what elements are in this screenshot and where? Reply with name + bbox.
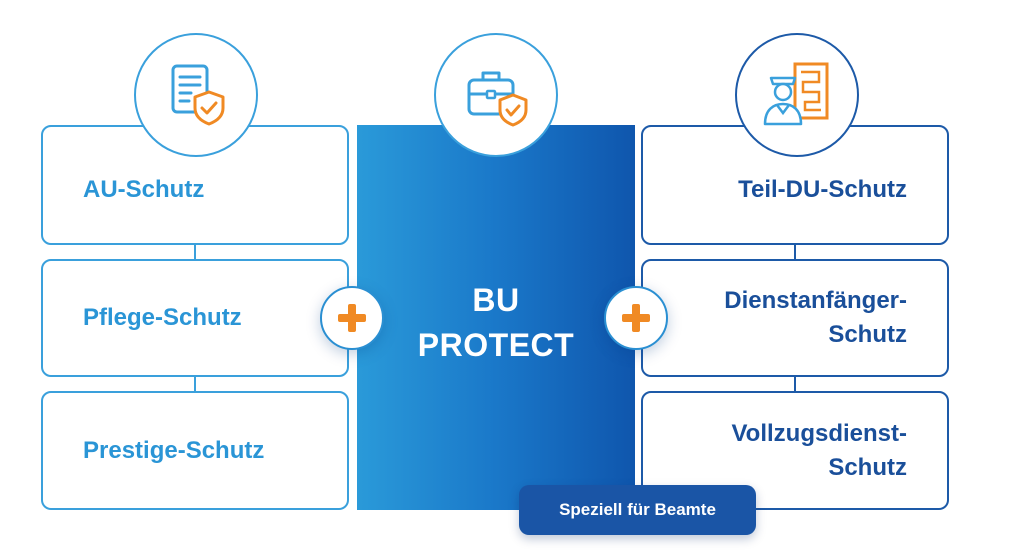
- left-item-label: Prestige-Schutz: [83, 436, 265, 464]
- left-item-label: AU-Schutz: [83, 176, 205, 203]
- document-shield-icon-circle: [134, 33, 258, 157]
- right-item-label: Vollzugsdienst- Schutz: [731, 417, 907, 485]
- right-item-dienstanfaenger-schutz: Dienstanfänger- Schutz: [641, 259, 949, 377]
- left-item-prestige-schutz: Prestige-Schutz: [41, 391, 349, 510]
- document-shield-icon: [171, 64, 225, 126]
- center-panel: [357, 125, 635, 510]
- briefcase-shield-icon-circle: [434, 33, 558, 157]
- plus-icon: [338, 304, 366, 332]
- badge-label: Speziell für Beamte: [559, 500, 716, 519]
- right-item-label-line2: Schutz: [828, 321, 907, 348]
- plus-icon: [622, 304, 650, 332]
- right-item-label-line1: Vollzugsdienst-: [731, 419, 907, 447]
- officer-document-icon: [763, 62, 829, 126]
- right-item-vollzugsdienst-schutz: Vollzugsdienst- Schutz: [641, 391, 949, 510]
- left-item-label: Pflege-Schutz: [83, 304, 242, 331]
- left-connector: [194, 375, 196, 395]
- officer-document-icon-circle: [735, 33, 859, 157]
- right-item-label-line2: Schutz: [828, 453, 907, 481]
- right-item-label: Teil-DU-Schutz: [738, 176, 907, 203]
- left-item-pflege-schutz: Pflege-Schutz: [41, 259, 349, 377]
- left-plus-circle: [320, 286, 384, 350]
- center-title-line2: PROTECT: [417, 327, 575, 363]
- right-item-label-line1: Dienstanfänger-: [724, 287, 907, 314]
- right-connector: [794, 243, 796, 263]
- briefcase-shield-icon: [467, 71, 528, 127]
- right-item-label: Dienstanfänger- Schutz: [724, 284, 907, 352]
- center-title: BU PROTECT: [357, 278, 635, 368]
- right-connector: [794, 375, 796, 395]
- center-title-line1: BU: [472, 282, 520, 318]
- special-for-officials-badge: Speziell für Beamte: [519, 485, 756, 535]
- right-plus-circle: [604, 286, 668, 350]
- left-connector: [194, 243, 196, 263]
